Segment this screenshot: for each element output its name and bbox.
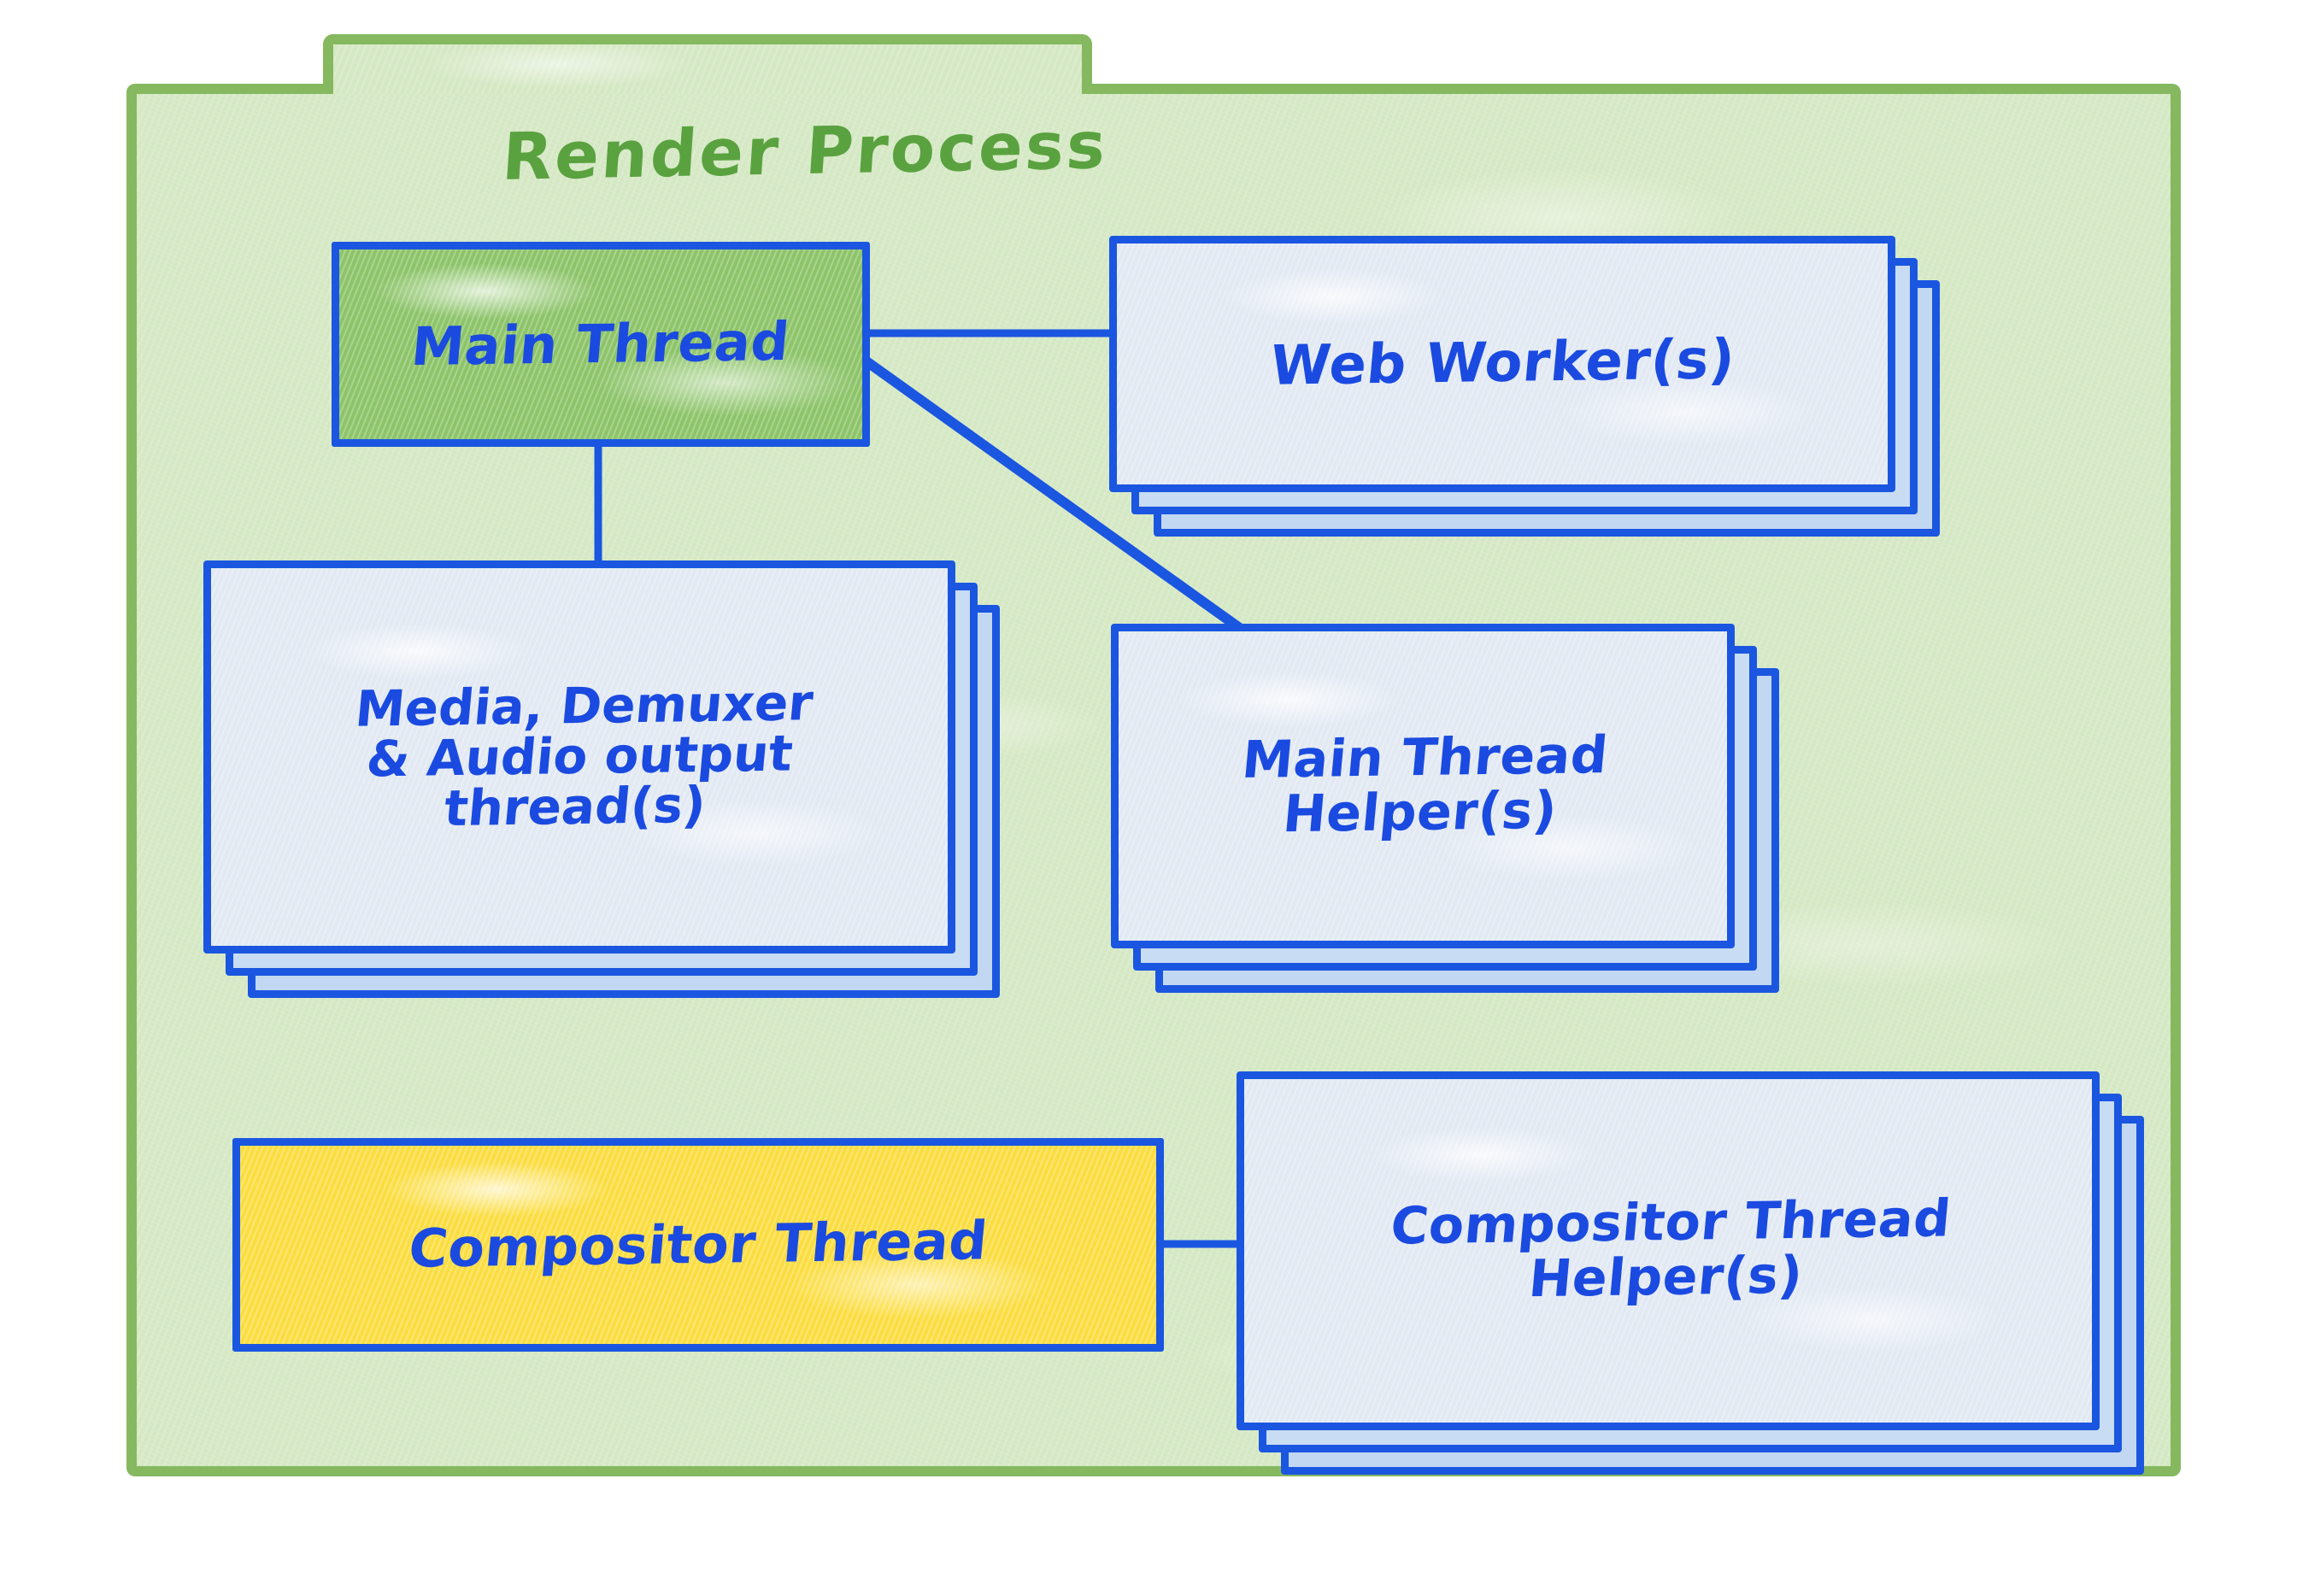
- main-thread-card: Main Thread: [332, 242, 870, 447]
- web-worker-label: Web Worker(s): [1267, 328, 1738, 398]
- node-media-demuxer-audio[interactable]: Media, Demuxer & Audio output thread(s): [203, 560, 1000, 998]
- main-thread-helper-card-front: Main Thread Helper(s): [1111, 624, 1735, 948]
- compositor-thread-helper-label: Compositor Thread Helper(s): [1388, 1188, 1953, 1310]
- media-demuxer-audio-label: Media, Demuxer & Audio output thread(s): [352, 673, 816, 838]
- process-tab: [323, 34, 1092, 94]
- main-thread-label: Main Thread: [408, 310, 793, 378]
- web-worker-card-front: Web Worker(s): [1109, 236, 1895, 492]
- node-compositor-thread[interactable]: Compositor Thread: [232, 1138, 1164, 1352]
- node-main-thread[interactable]: Main Thread: [332, 242, 870, 447]
- process-title: Render Process: [500, 107, 1111, 195]
- media-card-front: Media, Demuxer & Audio output thread(s): [203, 560, 955, 953]
- main-thread-helper-label: Main Thread Helper(s): [1239, 725, 1612, 845]
- node-main-thread-helper[interactable]: Main Thread Helper(s): [1111, 624, 1779, 993]
- compositor-thread-helper-card-front: Compositor Thread Helper(s): [1237, 1071, 2100, 1430]
- node-web-worker[interactable]: Web Worker(s): [1109, 236, 1940, 537]
- tab-paper-texture: [333, 44, 1082, 94]
- compositor-thread-label: Compositor Thread: [406, 1209, 990, 1280]
- compositor-thread-card: Compositor Thread: [232, 1138, 1164, 1352]
- node-compositor-thread-helper[interactable]: Compositor Thread Helper(s): [1237, 1071, 2144, 1475]
